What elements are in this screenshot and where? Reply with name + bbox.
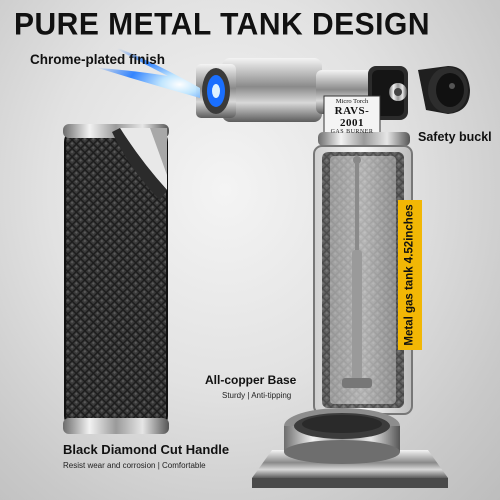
diamond-handle bbox=[63, 124, 169, 434]
subhead: Chrome-plated finish bbox=[30, 52, 166, 67]
flame bbox=[98, 44, 200, 98]
torch-head bbox=[196, 58, 410, 146]
base-label: All-copper Base bbox=[205, 373, 297, 387]
nameplate-line1: Micro Torch bbox=[335, 98, 369, 105]
nameplate-line3: GAS BURNER bbox=[330, 129, 374, 135]
safety-buckle-icon bbox=[418, 66, 470, 114]
safety-buckle-label: Safety buckl bbox=[418, 130, 492, 144]
tank-size-text: Metal gas tank 4.52inches bbox=[404, 204, 417, 346]
tank-size-label: Metal gas tank 4.52inches bbox=[398, 200, 422, 350]
base-sub-label: Sturdy | Anti-tipping bbox=[222, 391, 292, 400]
handle-label: Black Diamond Cut Handle bbox=[63, 442, 230, 457]
copper-base bbox=[252, 408, 448, 488]
handle-sub-label: Resist wear and corrosion | Comfortable bbox=[63, 461, 206, 470]
gas-tank bbox=[313, 145, 413, 415]
nameplate-line2: RAVS-2001 bbox=[334, 105, 370, 129]
nameplate: Micro Torch RAVS-2001 GAS BURNER bbox=[324, 98, 380, 135]
headline: PURE METAL TANK DESIGN bbox=[14, 7, 431, 42]
